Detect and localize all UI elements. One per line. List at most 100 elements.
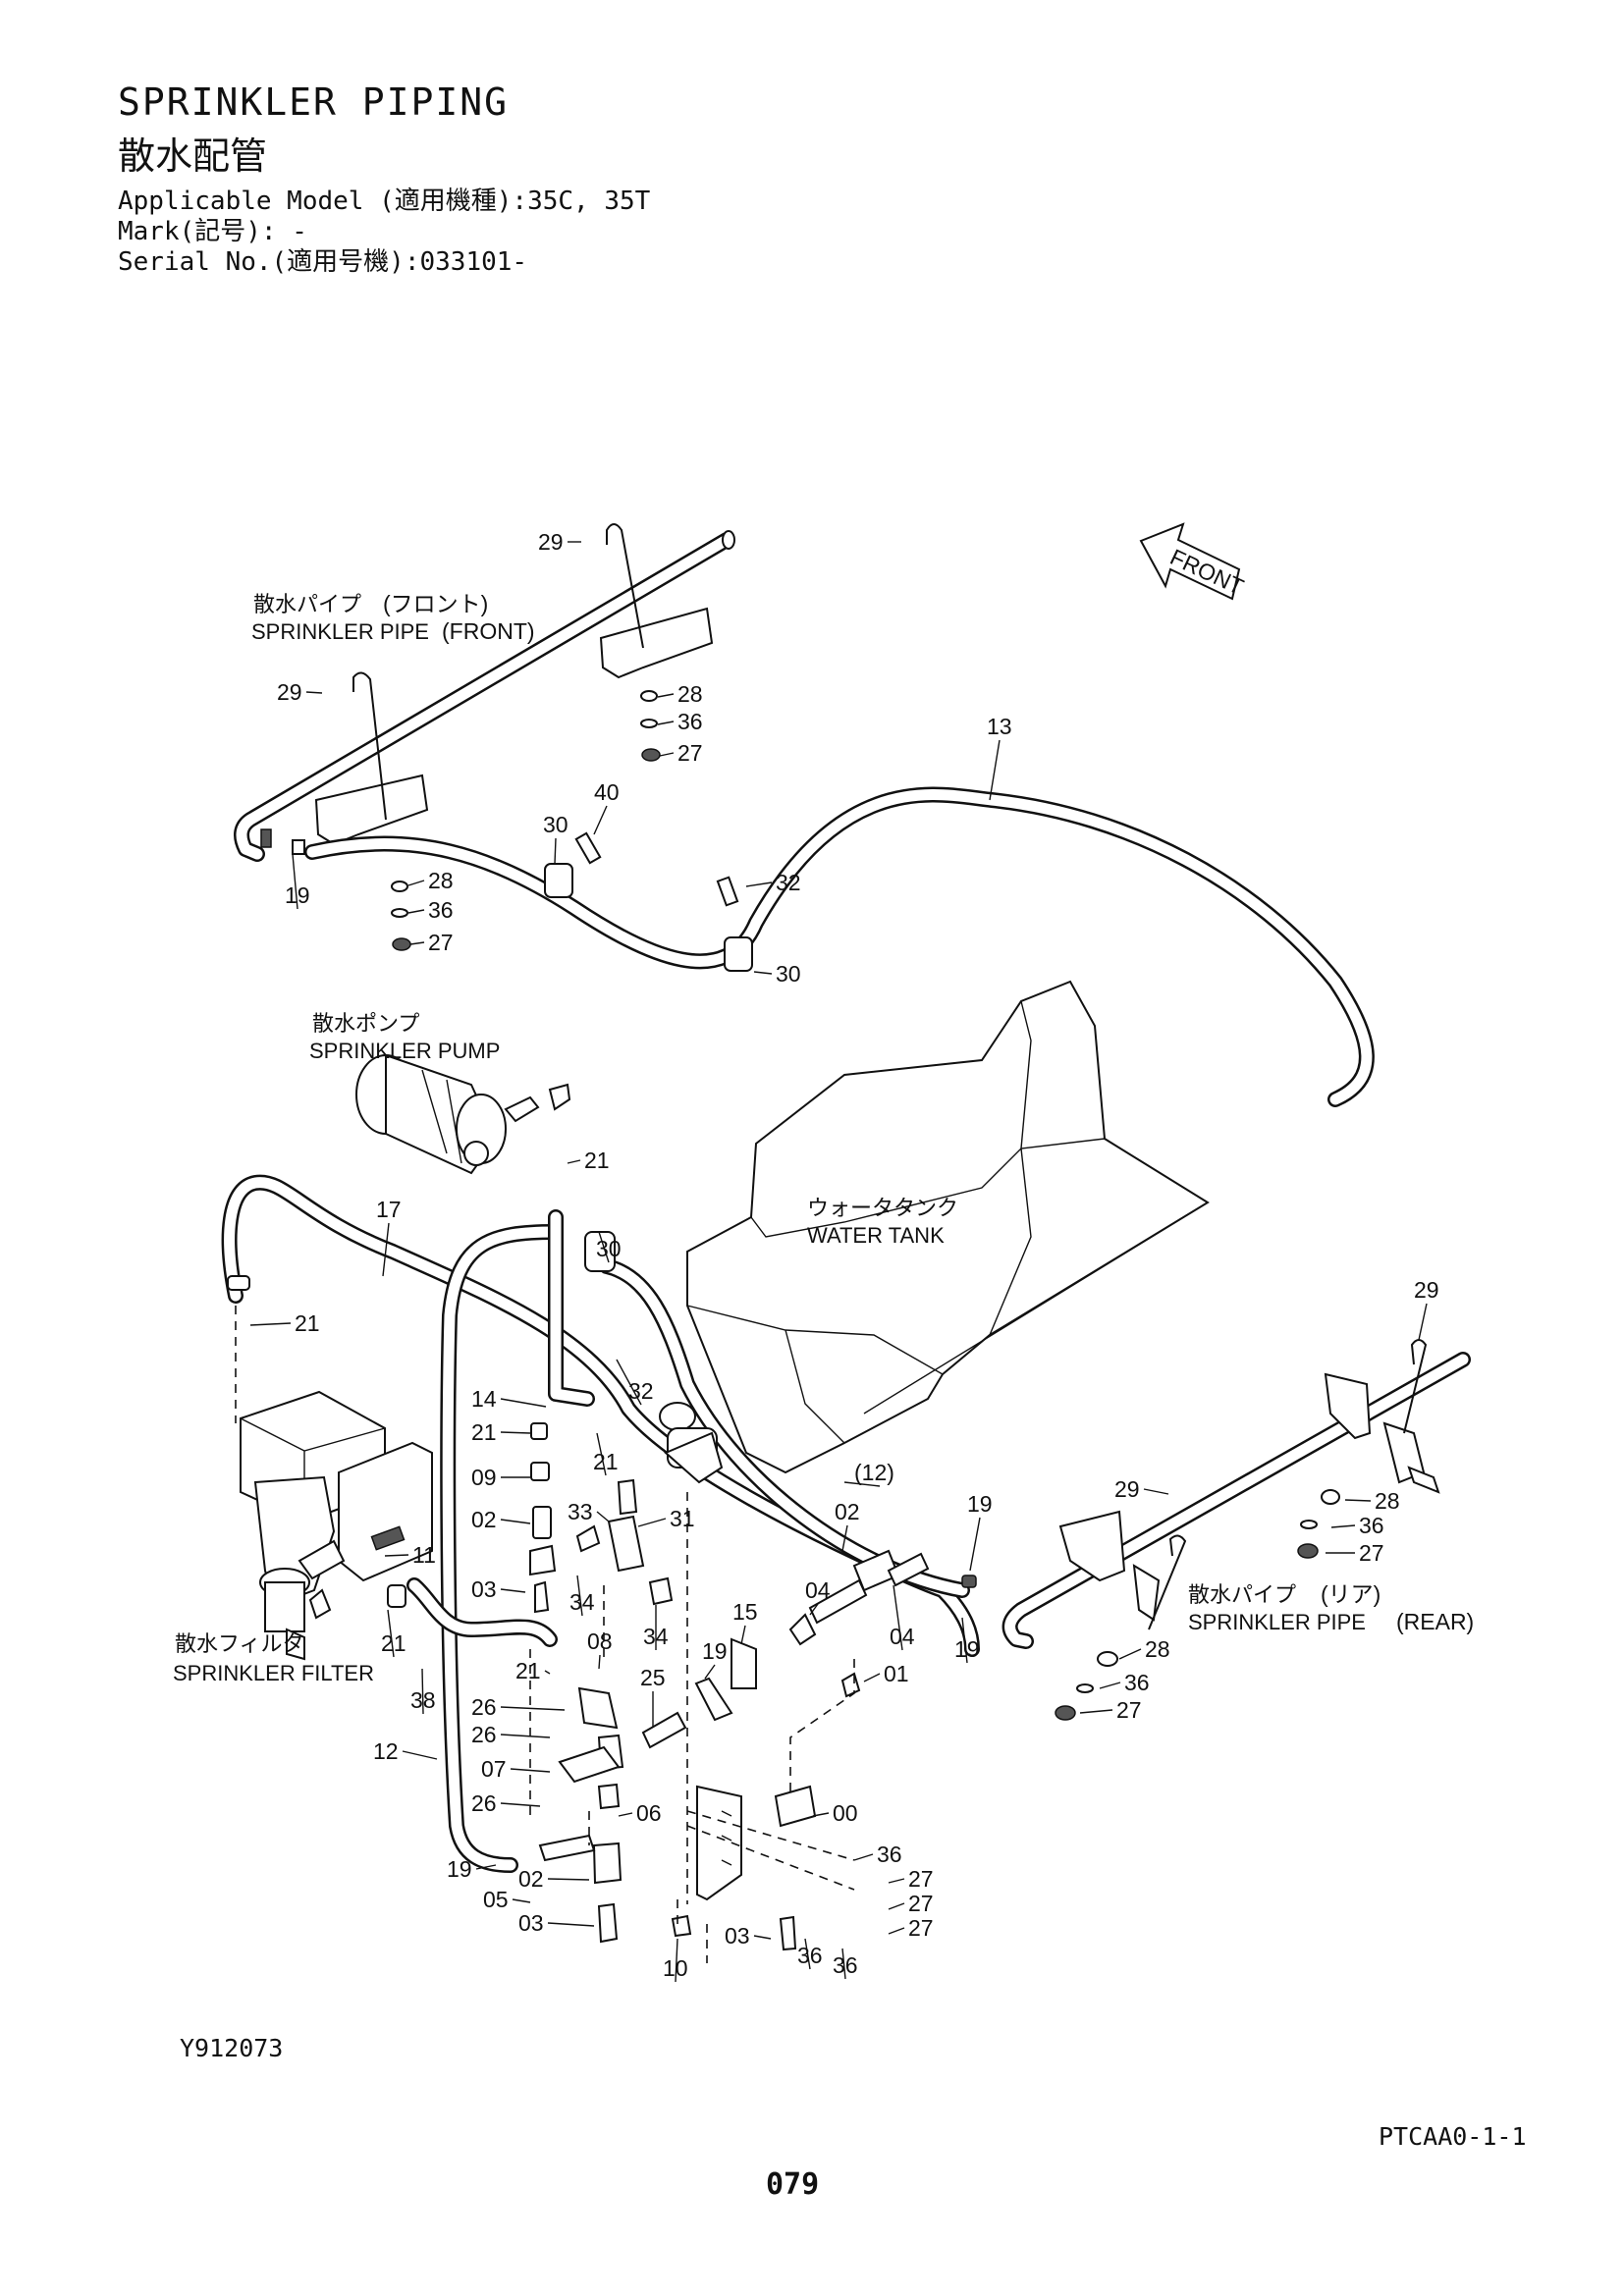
leader-line	[804, 1938, 811, 1970]
part-number: 32	[628, 1378, 654, 1404]
part-number: 19	[285, 882, 310, 908]
leader-line	[387, 1609, 395, 1658]
part-number: 21	[515, 1658, 541, 1683]
leader-line	[249, 1322, 292, 1326]
part-number: 27	[1359, 1540, 1384, 1566]
part-number: 27	[1116, 1697, 1142, 1723]
leader-line	[547, 1878, 590, 1881]
leader-line	[596, 1432, 607, 1476]
leader-line	[567, 1159, 581, 1164]
leader-line	[547, 1922, 595, 1927]
leader-line	[616, 1359, 642, 1406]
pipe-rear-label-en-small: (REAR)	[1396, 1609, 1474, 1634]
filter-label-jp: 散水フィルタ	[175, 1631, 304, 1656]
part-number: 11	[412, 1542, 436, 1568]
part-number: 29	[1114, 1476, 1140, 1502]
tank-label-en: WATER TANK	[807, 1223, 945, 1248]
part-number: 33	[568, 1499, 593, 1524]
part-number: 28	[1375, 1488, 1400, 1514]
part-number: 36	[677, 709, 703, 734]
leader-line	[544, 1670, 551, 1675]
part-number: 36	[833, 1952, 858, 1978]
part-number: 21	[381, 1630, 406, 1656]
part-number: 03	[518, 1910, 544, 1936]
leader-line	[598, 1231, 610, 1263]
leader-line	[675, 1938, 678, 1983]
leader-line	[745, 881, 773, 887]
part-number: 27	[908, 1891, 934, 1916]
leader-line	[637, 1518, 667, 1527]
leader-line	[305, 691, 323, 694]
part-number: 03	[725, 1923, 750, 1949]
leader-line	[576, 1575, 583, 1617]
leader-line	[402, 1750, 438, 1760]
part-number: 26	[471, 1790, 497, 1816]
pipe-rear-label-en: SPRINKLER PIPE	[1188, 1610, 1366, 1634]
leader-line	[841, 1948, 846, 1980]
part-number: 30	[776, 961, 801, 987]
part-number: 36	[428, 897, 454, 923]
leader-line	[500, 1802, 541, 1807]
part-number: 21	[584, 1148, 610, 1173]
leader-line	[1330, 1524, 1356, 1528]
leader-line	[475, 1864, 497, 1870]
leader-line	[812, 1812, 830, 1817]
front-hardware	[292, 690, 661, 951]
part-number: 01	[884, 1661, 909, 1686]
part-number: 29	[277, 679, 302, 705]
part-number: 29	[538, 529, 564, 555]
leader-line	[554, 837, 557, 865]
leader-line	[1118, 1648, 1142, 1660]
leader-line	[1418, 1303, 1428, 1341]
part-number: 36	[1124, 1670, 1150, 1695]
front-arrow-label: FRONT	[1166, 544, 1248, 600]
part-number: 15	[732, 1599, 758, 1625]
part-number: 02	[471, 1507, 497, 1532]
part-number: 05	[483, 1887, 509, 1912]
front-arrow-icon: FRONT	[1139, 522, 1248, 601]
part-number: 08	[587, 1629, 613, 1654]
serial-number: Serial No.(適用号機):033101-	[118, 247, 528, 277]
leader-line	[863, 1673, 881, 1682]
dashed-guide-lines	[235, 1306, 855, 1963]
part-number: 04	[890, 1624, 915, 1649]
part-number: 21	[593, 1449, 619, 1474]
part-number: 40	[594, 779, 620, 805]
leader-line	[593, 805, 608, 835]
part-number: 21	[471, 1419, 497, 1445]
leader-line	[657, 721, 675, 725]
applicable-model: Applicable Model (適用機種):35C, 35T	[118, 187, 651, 216]
leader-line	[409, 941, 425, 945]
pipe-rear-label-jp-small: (リア)	[1321, 1581, 1380, 1607]
page-title-japanese: 散水配管	[118, 134, 268, 178]
leader-line	[809, 1603, 819, 1616]
part-number: 21	[295, 1310, 320, 1336]
leader-line	[407, 909, 425, 914]
leader-line	[753, 1935, 772, 1940]
leader-line	[843, 1481, 881, 1487]
tank-outlet-fitting	[659, 1402, 724, 1484]
front-sprinkler-pipe	[234, 523, 735, 862]
part-number: 19	[702, 1638, 728, 1664]
component-labels: 散水パイプ (フロント) SPRINKLER PIPE (FRONT) 散水ポン…	[173, 591, 1474, 1685]
mark-line: Mark(記号): -	[118, 217, 307, 246]
leader-line	[500, 1588, 526, 1593]
part-number: 27	[908, 1866, 934, 1892]
leader-line	[888, 1878, 905, 1884]
part-number: 30	[543, 812, 568, 837]
rear-sprinkler-pipe	[961, 1339, 1471, 1649]
part-number: 32	[776, 870, 801, 895]
part-number: 28	[1145, 1636, 1170, 1662]
part-number: 03	[471, 1576, 497, 1602]
tank-label-jp: ウォータタンク	[807, 1196, 958, 1220]
part-number: 06	[636, 1800, 662, 1826]
leader-line	[500, 1706, 566, 1711]
leader-line	[704, 1664, 716, 1680]
pipe-front-label-en: SPRINKLER PIPE	[251, 619, 429, 644]
leader-line	[500, 1431, 531, 1434]
leader-line	[1143, 1488, 1169, 1495]
part-number: 07	[481, 1756, 507, 1782]
part-number: 13	[987, 714, 1012, 739]
leader-line	[384, 1554, 409, 1557]
